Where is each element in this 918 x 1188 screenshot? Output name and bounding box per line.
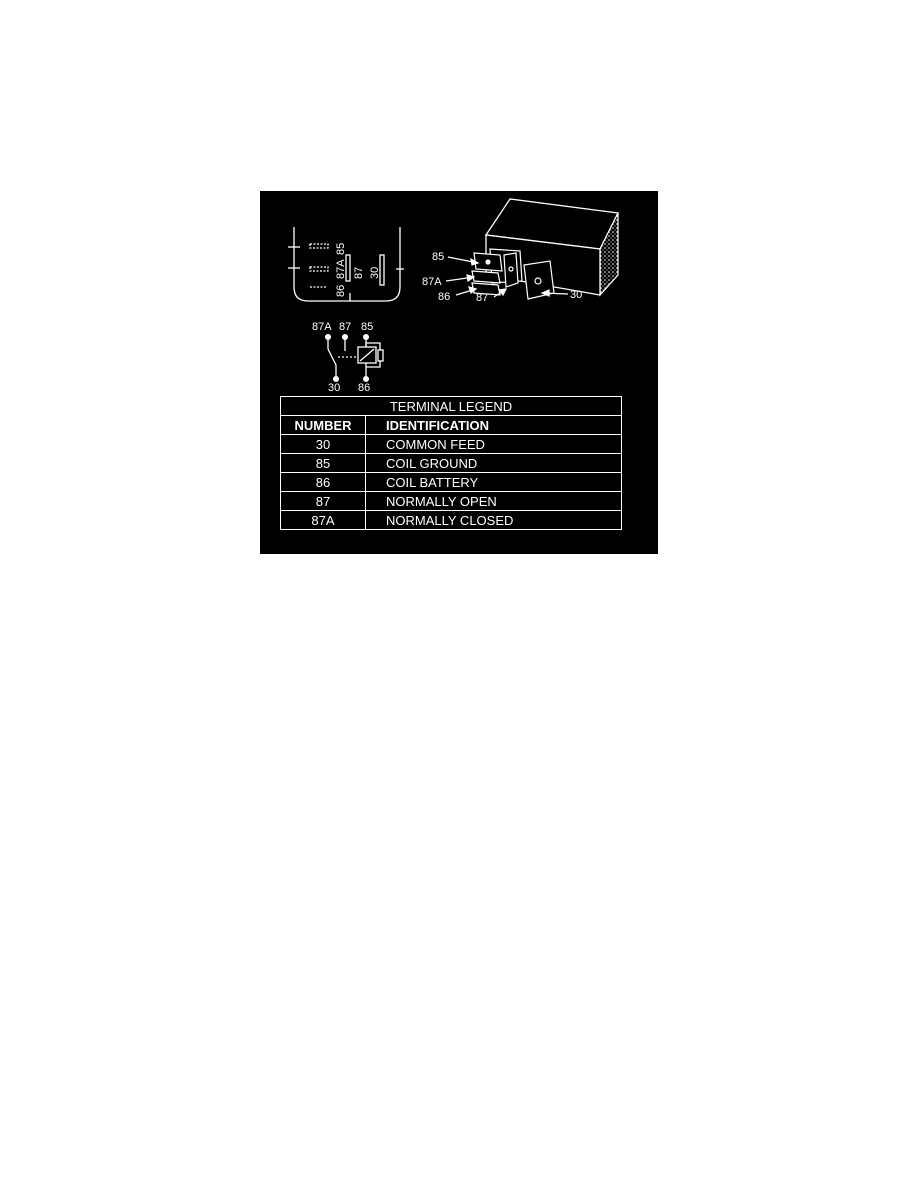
relay3d-label-87: 87 [476, 292, 488, 304]
table-row: 30 COMMON FEED [280, 434, 622, 454]
table-row: 87 NORMALLY OPEN [280, 491, 622, 511]
legend-identification: NORMALLY CLOSED [365, 510, 622, 530]
legend-identification: COIL GROUND [365, 453, 622, 473]
legend-identification: COIL BATTERY [365, 472, 622, 492]
top-label-85: 85 [335, 243, 347, 255]
table-row: 85 COIL GROUND [280, 453, 622, 473]
schematic-labels: 87A 87 85 30 86 [312, 321, 373, 394]
top-label-86: 86 [335, 285, 347, 297]
legend-title: TERMINAL LEGEND [280, 396, 622, 416]
top-label-30: 30 [369, 267, 381, 279]
legend-number: 85 [280, 453, 366, 473]
legend-number: 87 [280, 491, 366, 511]
relay-illustrations: 85 87A 87 30 86 87A [288, 198, 619, 394]
relay-terminal-figure: 85 87A 87 30 86 87A [260, 191, 658, 554]
schem-label-87a: 87A [312, 321, 332, 333]
top-view-labels: 85 87A 87 30 86 [335, 243, 381, 297]
schem-label-30: 30 [328, 382, 340, 394]
terminal-legend-table: TERMINAL LEGEND NUMBER IDENTIFICATION 30… [280, 396, 622, 530]
relay3d-label-30: 30 [570, 289, 582, 301]
legend-header-identification: IDENTIFICATION [365, 415, 622, 435]
relay3d-label-85: 85 [432, 251, 444, 263]
relay-schematic [324, 333, 384, 383]
legend-number: 30 [280, 434, 366, 454]
schem-label-87: 87 [339, 321, 351, 333]
top-label-87: 87 [353, 267, 365, 279]
legend-header-number: NUMBER [280, 415, 366, 435]
relay-3d-view: 85 87A 86 87 30 [422, 198, 619, 304]
legend-identification: COMMON FEED [365, 434, 622, 454]
legend-identification: NORMALLY OPEN [365, 491, 622, 511]
legend-number: 87A [280, 510, 366, 530]
legend-number: 86 [280, 472, 366, 492]
schem-label-85: 85 [361, 321, 373, 333]
relay3d-label-87a: 87A [422, 276, 442, 288]
table-row: 86 COIL BATTERY [280, 472, 622, 492]
relay-top-view [288, 227, 404, 302]
relay3d-label-86: 86 [438, 291, 450, 303]
schem-label-86: 86 [358, 382, 370, 394]
top-label-87a: 87A [335, 259, 347, 279]
table-row: 87A NORMALLY CLOSED [280, 510, 622, 530]
